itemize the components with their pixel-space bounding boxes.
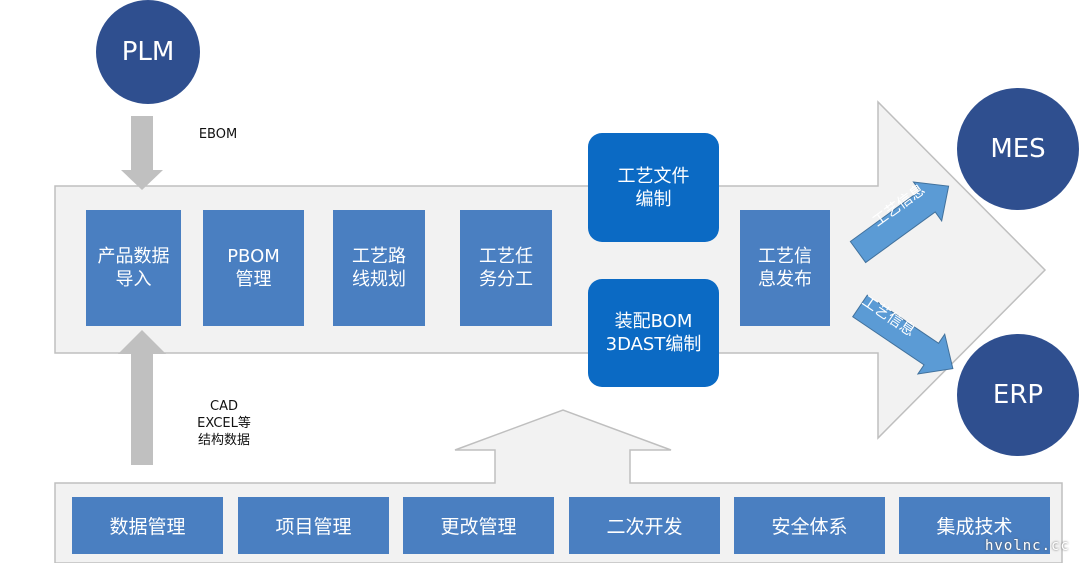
step-product-data-import: 产品数据 导入 [86, 210, 181, 326]
assembly-bom-box: 装配BOM 3DAST编制 [588, 279, 719, 387]
plm-circle: PLM [96, 0, 200, 104]
step-process-info-release: 工艺信 息发布 [740, 210, 830, 326]
erp-circle: ERP [957, 334, 1079, 456]
platform-security-system: 安全体系 [734, 497, 885, 554]
arrow-to-erp [852, 294, 954, 375]
step-process-task-division: 工艺任 务分工 [460, 210, 552, 326]
mes-circle: MES [957, 88, 1079, 210]
platform-data-management: 数据管理 [72, 497, 223, 554]
platform-change-management: 更改管理 [403, 497, 554, 554]
process-document-box: 工艺文件 编制 [588, 133, 719, 242]
up-arrow [118, 330, 166, 465]
platform-project-management: 项目管理 [238, 497, 389, 554]
cad-label: CAD EXCEL等 结构数据 [197, 399, 251, 448]
step-process-route-planning: 工艺路 线规划 [333, 210, 425, 326]
platform-secondary-development: 二次开发 [569, 497, 720, 554]
step-pbom-management: PBOM 管理 [203, 210, 304, 326]
platform-integration-technology: 集成技术 [899, 497, 1050, 554]
ebom-label: EBOM [198, 127, 238, 142]
watermark: hvolnc.cc [985, 538, 1070, 554]
arrow-to-mes [849, 181, 950, 264]
down-arrow [121, 116, 163, 190]
